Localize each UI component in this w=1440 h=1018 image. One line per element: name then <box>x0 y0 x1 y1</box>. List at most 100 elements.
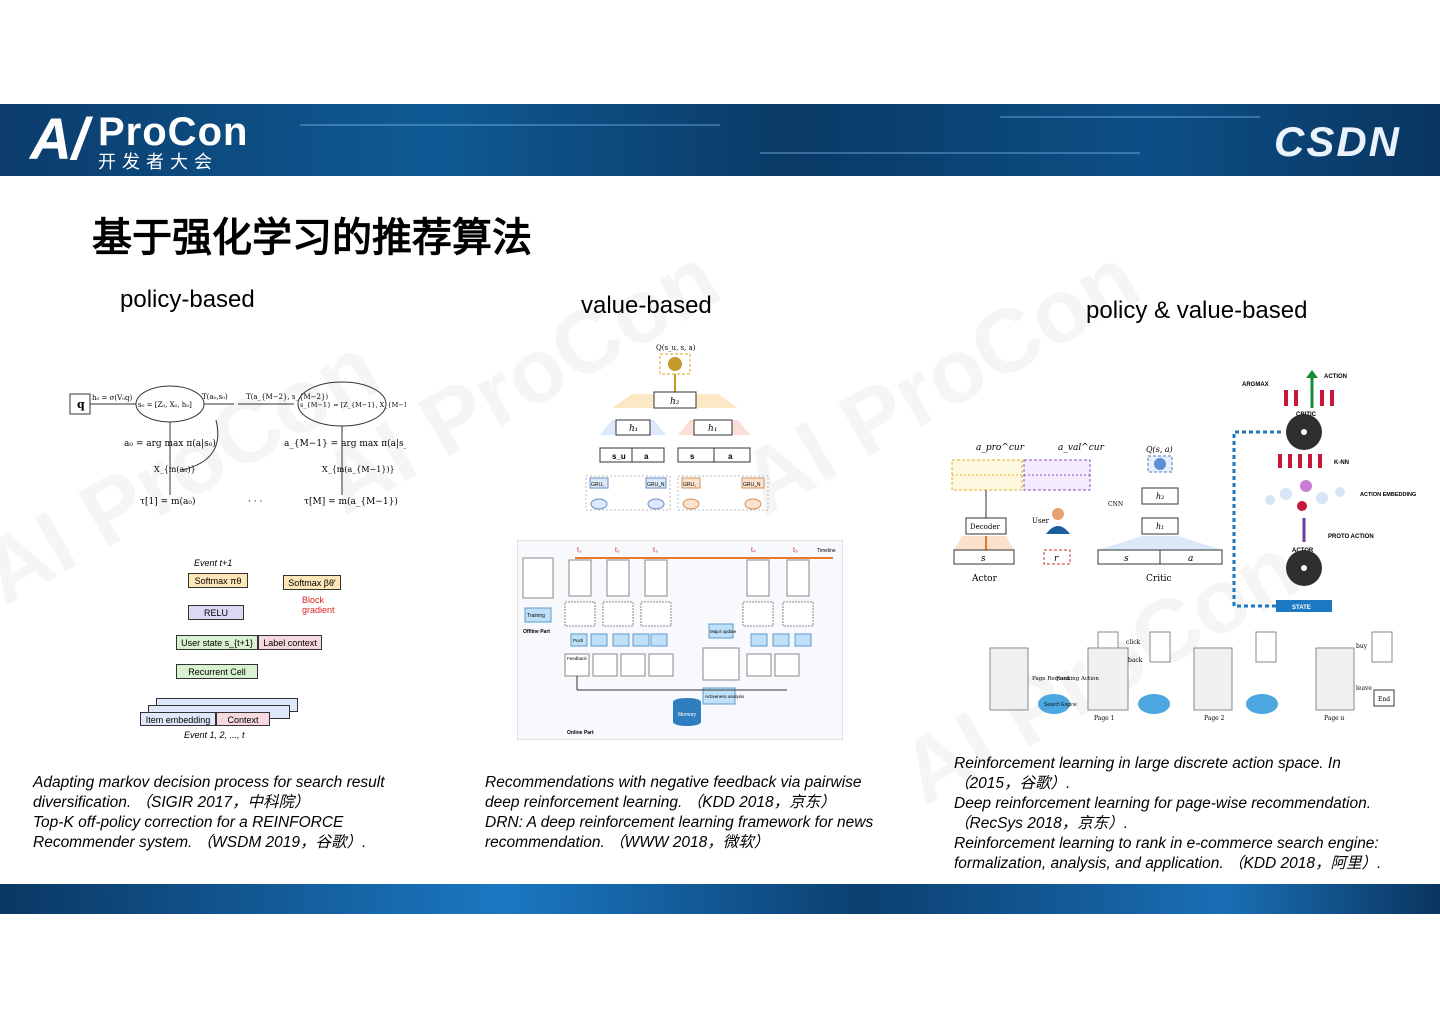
svg-text:GRU_N: GRU_N <box>743 482 761 488</box>
citation-line: DRN: A deep reinforcement learning frame… <box>485 813 873 833</box>
event-bottom-label: Event 1, 2, ..., t <box>184 730 245 740</box>
svg-text:T(a_{M−2}, s_{M−2}): T(a_{M−2}, s_{M−2}) <box>246 393 328 401</box>
svg-text:Page n: Page n <box>1324 715 1345 722</box>
ai-logo-icon: A/ <box>30 110 88 170</box>
citations-value-based: Recommendations with negative feedback v… <box>485 773 873 853</box>
svg-text:t₂: t₂ <box>615 547 620 554</box>
mdp-diagram: q h₀ = σ(V₀q) s₀ = [Z₀, X₀, h₀] T(a₀,s₀)… <box>66 380 406 515</box>
user-state-box: User state s_{t+1} <box>176 635 258 650</box>
citation-line: Adapting markov decision process for sea… <box>33 773 385 793</box>
citation-line: formalization, analysis, and application… <box>954 854 1381 874</box>
svg-text:τ[1] = m(a₀): τ[1] = m(a₀) <box>140 496 196 507</box>
context-box: Context <box>216 712 270 726</box>
citation-line: Reinforcement learning to rank in e-comm… <box>954 834 1381 854</box>
actor-critic-diagram: a_pro^cur a_val^cur Decoder s Actor User… <box>948 438 1228 588</box>
svg-text:t₅: t₅ <box>793 547 798 554</box>
citation-line: recommendation. （WWW 2018，微软） <box>485 833 873 853</box>
citation-line: Recommender system. （WSDM 2019，谷歌）. <box>33 833 385 853</box>
svg-text:T(a₀,s₀): T(a₀,s₀) <box>202 393 228 401</box>
svg-text:User: User <box>1032 517 1050 525</box>
svg-text:r: r <box>1054 554 1059 564</box>
svg-text:Search Engine: Search Engine <box>1044 702 1077 708</box>
svg-text:s_{M−1} = [Z_{M−1}, X_{M−1}, h: s_{M−1} = [Z_{M−1}, X_{M−1}, h_{M−1}] <box>300 401 406 409</box>
svg-text:a: a <box>1188 554 1193 564</box>
q-node: q <box>77 398 85 411</box>
recurrent-cell-box: Recurrent Cell <box>176 664 258 679</box>
svg-text:buy: buy <box>1356 643 1368 650</box>
svg-text:Activeness analysis: Activeness analysis <box>705 694 745 699</box>
drn-framework-diagram: Timeline t₁ t₂ t₃ t₄ t₅ Training Offline… <box>517 540 843 740</box>
label-context-box: Label context <box>258 635 322 650</box>
svg-text:a_pro^cur: a_pro^cur <box>976 443 1025 453</box>
svg-text:Push: Push <box>573 638 584 643</box>
reinforce-diagram: Event t+1 Softmax πθ Softmax βθ' Block g… <box>128 558 328 740</box>
citation-line: （2015，谷歌）. <box>954 774 1381 794</box>
softmax-pi-box: Softmax πθ <box>188 573 248 588</box>
svg-text:Decoder: Decoder <box>970 523 1001 531</box>
svg-text:ACTION EMBEDDING: ACTION EMBEDDING <box>1360 492 1416 498</box>
svg-text:a: a <box>644 452 649 461</box>
svg-text:s: s <box>981 554 986 564</box>
svg-text:Online Part: Online Part <box>567 730 594 736</box>
page-wise-rec-diagram: click back Page Request Ranking Action S… <box>988 628 1398 724</box>
relu-box: RELU <box>188 605 244 620</box>
svg-text:a_val^cur: a_val^cur <box>1058 443 1105 453</box>
svg-text:a_{M−1} = arg max π(a|s_{M−1}): a_{M−1} = arg max π(a|s_{M−1}) <box>284 438 406 449</box>
svg-text:Offline Part: Offline Part <box>523 629 550 635</box>
svg-text:Feedback: Feedback <box>567 656 588 661</box>
svg-text:back: back <box>1128 657 1143 664</box>
heading-policy-based: policy-based <box>120 286 255 314</box>
item-embedding-box: Item embedding <box>140 712 216 726</box>
svg-text:· · ·: · · · <box>248 497 262 507</box>
svg-text:h₁: h₁ <box>708 424 717 434</box>
svg-text:Actor: Actor <box>971 574 998 584</box>
citations-policy-value-based: Reinforcement learning in large discrete… <box>954 754 1381 874</box>
svg-text:h₀ = σ(V₀q): h₀ = σ(V₀q) <box>92 394 132 402</box>
svg-text:t₄: t₄ <box>751 547 756 554</box>
svg-text:End: End <box>1378 696 1390 703</box>
citations-policy-based: Adapting markov decision process for sea… <box>33 773 385 853</box>
heading-policy-value-based: policy & value-based <box>1086 297 1307 325</box>
svg-text:t₃: t₃ <box>653 547 658 554</box>
svg-text:τ[M] = m(a_{M−1}): τ[M] = m(a_{M−1}) <box>304 496 398 507</box>
block-gradient-label: Block gradient <box>302 595 335 615</box>
svg-text:ACTION: ACTION <box>1324 374 1347 380</box>
csdn-logo: CSDN <box>1274 118 1401 166</box>
svg-text:GRU_N: GRU_N <box>647 482 665 488</box>
svg-text:h₂: h₂ <box>1156 492 1164 501</box>
svg-text:Training: Training <box>527 613 545 619</box>
svg-text:leave: leave <box>1356 685 1372 692</box>
svg-text:GRU₁: GRU₁ <box>683 482 696 488</box>
citation-line: Top-K off-policy correction for a REINFO… <box>33 813 385 833</box>
svg-text:Q(s, a): Q(s, a) <box>1146 445 1173 454</box>
logo-subtitle: 开发者大会 <box>98 148 218 174</box>
citation-line: Recommendations with negative feedback v… <box>485 773 873 793</box>
svg-text:h₁: h₁ <box>629 424 638 434</box>
citation-line: Reinforcement learning in large discrete… <box>954 754 1381 774</box>
svg-text:h₁: h₁ <box>1156 522 1164 531</box>
svg-text:CNN: CNN <box>1108 501 1123 508</box>
svg-text:s: s <box>1124 554 1129 564</box>
footer-banner <box>0 884 1440 914</box>
svg-text:Major update: Major update <box>710 629 737 634</box>
svg-text:ARGMAX: ARGMAX <box>1242 382 1269 388</box>
svg-text:STATE: STATE <box>1292 605 1311 611</box>
svg-text:X_{m(a₀)}: X_{m(a₀)} <box>154 465 196 474</box>
svg-text:K-NN: K-NN <box>1334 460 1349 466</box>
event-top-label: Event t+1 <box>194 558 232 568</box>
citation-line: Deep reinforcement learning for page-wis… <box>954 794 1381 814</box>
svg-text:click: click <box>1126 639 1141 646</box>
svg-text:Critic: Critic <box>1146 574 1172 584</box>
svg-text:a: a <box>728 452 733 461</box>
wolpertinger-diagram: ARGMAX ACTION CRITIC K-NN ACTION EMBEDDI… <box>1226 368 1438 614</box>
svg-text:X_{m(a_{M−1})}: X_{m(a_{M−1})} <box>322 465 395 474</box>
svg-text:a₀ = arg max π(a|s₀): a₀ = arg max π(a|s₀) <box>124 438 216 449</box>
softmax-beta-box: Softmax βθ' <box>283 575 341 590</box>
svg-text:Timeline: Timeline <box>817 548 836 554</box>
svg-text:Page 1: Page 1 <box>1094 715 1114 722</box>
heading-value-based: value-based <box>581 292 712 320</box>
citation-line: deep reinforcement learning. （KDD 2018，京… <box>485 793 873 813</box>
pairwise-drl-diagram: Q(s_u, s, a) h₂ h₁ h₁ s_u a s a GRU₁ GRU… <box>582 340 772 515</box>
svg-text:t₁: t₁ <box>577 547 582 554</box>
svg-text:GRU₁: GRU₁ <box>591 482 604 488</box>
